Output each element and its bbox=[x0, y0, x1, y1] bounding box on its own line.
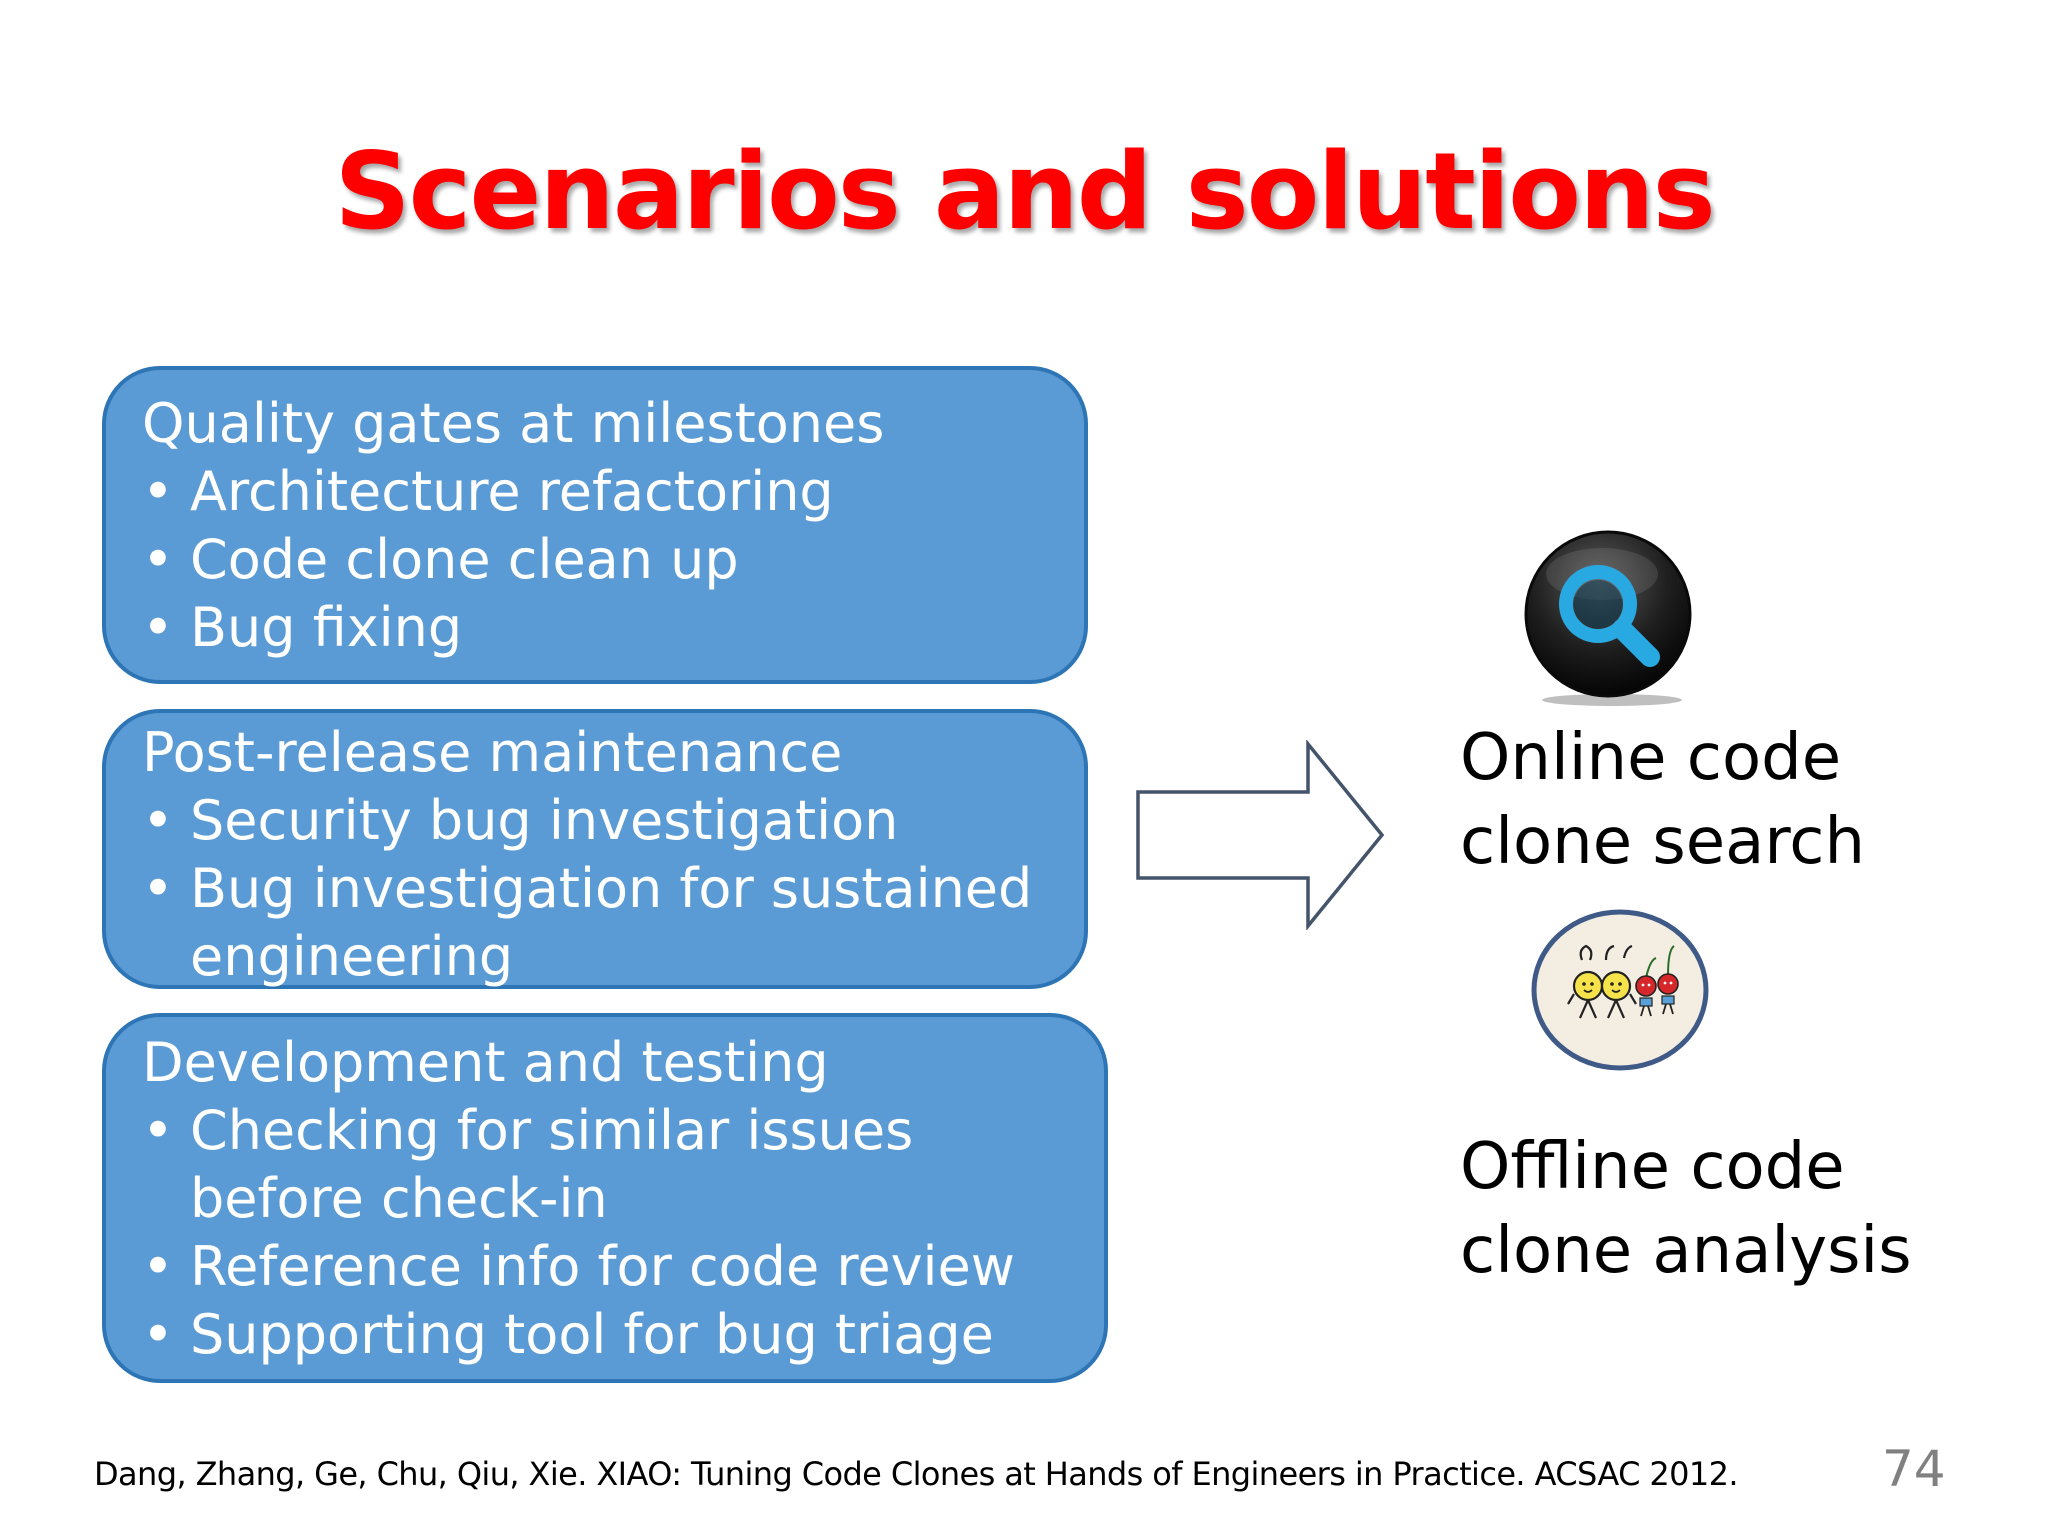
scenario-list: • Checking for similar issues before chec… bbox=[142, 1097, 1104, 1369]
list-item: • Architecture refactoring bbox=[142, 458, 1084, 526]
scenario-list: • Architecture refactoring • Code clone cl… bbox=[142, 458, 1084, 662]
list-item-text: Bug investigation for sustained engineer… bbox=[190, 857, 1033, 988]
scenario-heading: Post-release maintenance bbox=[142, 721, 843, 784]
clone-characters-icon bbox=[1531, 909, 1709, 1071]
online-label-line1: Online code bbox=[1460, 721, 1842, 795]
bullet: • bbox=[142, 1303, 174, 1366]
list-item: • Bug fixing bbox=[142, 594, 1084, 662]
bullet: • bbox=[142, 596, 174, 659]
offline-solution-label: Offline code clone analysis bbox=[1460, 1125, 1912, 1293]
online-label-line2: clone search bbox=[1460, 805, 1865, 879]
slide-title: Scenarios and solutions bbox=[334, 130, 1715, 253]
list-item-text: Bug fixing bbox=[190, 596, 463, 659]
list-item-text: Code clone clean up bbox=[190, 528, 739, 591]
list-item-text: Security bug investigation bbox=[190, 789, 899, 852]
bullet: • bbox=[142, 789, 174, 852]
bullet: • bbox=[142, 528, 174, 591]
list-item: • Security bug investigation bbox=[142, 787, 1084, 855]
scenario-box-post-release: Post-release maintenance • Security bug i… bbox=[102, 709, 1088, 989]
offline-label-line2: clone analysis bbox=[1460, 1214, 1912, 1288]
list-item-text: Checking for similar issues before check… bbox=[190, 1099, 914, 1230]
list-item-text: Reference info for code review bbox=[190, 1235, 1015, 1298]
scenario-list: • Security bug investigation • Bug investi… bbox=[142, 787, 1084, 991]
bullet: • bbox=[142, 857, 174, 920]
magnifier-icon bbox=[1524, 530, 1692, 706]
online-solution-label: Online code clone search bbox=[1460, 716, 1865, 884]
citation: Dang, Zhang, Ge, Chu, Qiu, Xie. XIAO: Tu… bbox=[94, 1455, 1739, 1493]
scenario-box-quality-gates: Quality gates at milestones • Architectur… bbox=[102, 366, 1088, 684]
page-number: 74 bbox=[1882, 1440, 1946, 1498]
list-item: • Supporting tool for bug triage bbox=[142, 1301, 1104, 1369]
list-item: • Bug investigation for sustained enginee… bbox=[142, 855, 1050, 991]
list-item: • Reference info for code review bbox=[142, 1233, 1104, 1301]
list-item: • Checking for similar issues before chec… bbox=[142, 1097, 1070, 1233]
list-item-text: Supporting tool for bug triage bbox=[190, 1303, 994, 1366]
list-item-text: Architecture refactoring bbox=[190, 460, 834, 523]
bullet: • bbox=[142, 1099, 174, 1162]
scenario-heading: Development and testing bbox=[142, 1031, 829, 1094]
list-item: • Code clone clean up bbox=[142, 526, 1084, 594]
offline-label-line1: Offline code bbox=[1460, 1130, 1845, 1204]
bullet: • bbox=[142, 1235, 174, 1298]
bullet: • bbox=[142, 460, 174, 523]
scenario-heading: Quality gates at milestones bbox=[142, 392, 885, 455]
scenario-box-dev-testing: Development and testing • Checking for si… bbox=[102, 1013, 1108, 1383]
right-arrow-icon bbox=[1136, 740, 1385, 930]
